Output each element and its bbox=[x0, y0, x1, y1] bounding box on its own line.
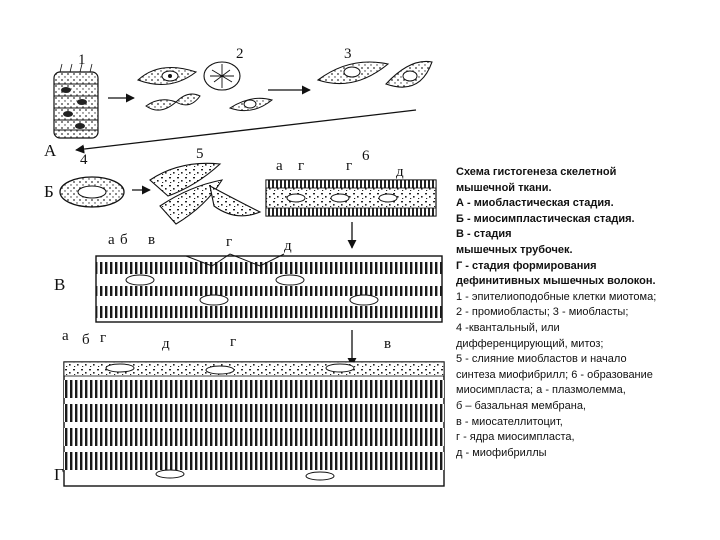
label-g-a: а bbox=[62, 328, 69, 344]
legend-stage-b: Б - миосимпластическая стадия. bbox=[456, 212, 718, 228]
label-g-g2: г bbox=[230, 334, 236, 350]
legend-item: б – базальная мембрана, bbox=[456, 399, 718, 415]
legend-item: 4 -квантальный, или bbox=[456, 321, 718, 337]
label-b-d: д bbox=[396, 164, 404, 180]
label-4: 4 bbox=[80, 152, 88, 168]
legend-item: 5 - слияние миобластов и начало bbox=[456, 352, 718, 368]
myoblast-cells-group bbox=[318, 61, 432, 87]
label-g-v: в bbox=[384, 336, 391, 352]
label-b-g2: г bbox=[346, 158, 352, 174]
promyoblast-cells-group bbox=[138, 62, 272, 111]
label-3: 3 bbox=[344, 46, 352, 62]
legend-title-line: мышечной ткани. bbox=[456, 181, 718, 197]
legend-item: д - миофибриллы bbox=[456, 446, 718, 462]
legend-item: в - миосателлитоцит, bbox=[456, 415, 718, 431]
label-b-g1: г bbox=[298, 158, 304, 174]
mitotic-cell bbox=[60, 177, 124, 207]
label-g-b: б bbox=[82, 332, 90, 348]
label-b-a: а bbox=[276, 158, 283, 174]
label-g-d: д bbox=[162, 336, 170, 352]
label-1: 1 bbox=[78, 52, 86, 68]
legend-stage-v-cont: мышечных трубочек. bbox=[456, 243, 718, 259]
label-v-v: в bbox=[148, 232, 155, 248]
legend-stage-a: А - миобластическая стадия. bbox=[456, 196, 718, 212]
definitive-muscle-fiber bbox=[64, 362, 444, 486]
label-6: 6 bbox=[362, 148, 370, 164]
fusing-myoblasts bbox=[150, 163, 260, 224]
label-stage-v: В bbox=[54, 275, 65, 294]
legend-stage-g-cont: дефинитивных мышечных волокон. bbox=[456, 274, 718, 290]
label-v-d: д bbox=[284, 238, 292, 254]
label-v-a: а bbox=[108, 232, 115, 248]
label-v-b: б bbox=[120, 232, 128, 248]
legend-stage-g: Г - стадия формирования bbox=[456, 259, 718, 275]
legend-title-line: Схема гистогенеза скелетной bbox=[456, 165, 718, 181]
label-v-g: г bbox=[226, 234, 232, 250]
legend-item: миосимпласта; а - плазмолемма, bbox=[456, 383, 718, 399]
legend-item: г - ядра миосимпласта, bbox=[456, 430, 718, 446]
legend-item: 2 - промиобласты; 3 - миобласты; bbox=[456, 305, 718, 321]
epithelial-cells-group bbox=[54, 64, 98, 138]
label-stage-g: Г bbox=[54, 465, 64, 484]
arrow-3-4 bbox=[76, 110, 416, 150]
legend-item: синтеза миофибрилл; 6 - образование bbox=[456, 368, 718, 384]
legend-item: дифференцирующий, митоз; bbox=[456, 337, 718, 353]
legend-item: 1 - эпителиоподобные клетки миотома; bbox=[456, 290, 718, 306]
myosymplast bbox=[266, 180, 436, 216]
label-5: 5 bbox=[196, 146, 204, 162]
legend-block: Схема гистогенеза скелетной мышечной тка… bbox=[456, 165, 718, 461]
label-g-g1: г bbox=[100, 330, 106, 346]
muscle-tube bbox=[96, 254, 442, 322]
label-2: 2 bbox=[236, 46, 244, 62]
legend-stage-v: В - стадия bbox=[456, 227, 718, 243]
label-stage-a: А bbox=[44, 141, 57, 160]
label-stage-b: Б bbox=[44, 182, 54, 201]
